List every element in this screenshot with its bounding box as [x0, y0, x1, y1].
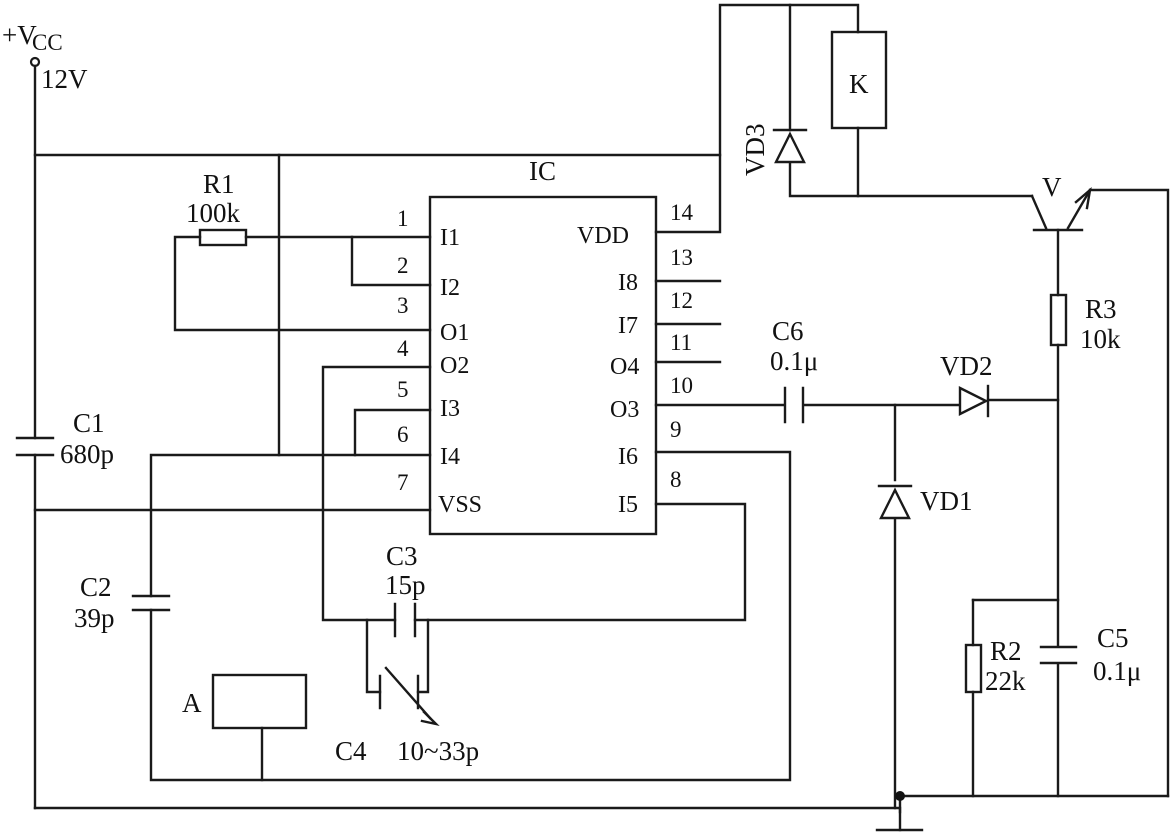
pin-4-name: O2 [440, 353, 469, 379]
pin-2-number: 2 [397, 253, 409, 278]
pin-3-name: O1 [440, 320, 469, 346]
c1-name: C1 [73, 408, 105, 438]
pin-5-number: 5 [397, 377, 409, 402]
c4-name: C4 [335, 736, 367, 766]
r2-value: 22k [985, 666, 1026, 696]
relay-k-label: K [849, 69, 869, 99]
pin-8-name: I5 [618, 492, 638, 518]
diode-vd2: VD2 [940, 351, 993, 418]
pin-12-name: I7 [618, 313, 638, 339]
c2-name: C2 [80, 572, 112, 602]
plate-a-label: A [182, 688, 202, 718]
r2-name: R2 [990, 636, 1022, 666]
c6-value: 0.1μ [770, 346, 818, 376]
pin-11-number: 11 [670, 330, 692, 355]
vcc-voltage: 12V [41, 64, 88, 94]
pin-8-number: 8 [670, 467, 682, 492]
capacitor-c3: C3 15p [385, 541, 426, 638]
pin-14-name: VDD [577, 223, 629, 249]
c5-name: C5 [1097, 623, 1129, 653]
pin-9-number: 9 [670, 417, 682, 442]
pin-6-name: I4 [440, 444, 460, 470]
resistor-r3: R3 10k [1049, 293, 1121, 354]
capacitor-c6: C6 0.1μ [770, 316, 818, 424]
capacitor-c2: C2 39p [74, 572, 171, 633]
resistor-r1: R1 100k [186, 169, 248, 247]
vd3-name: VD3 [740, 124, 770, 177]
pin-13-name: I8 [618, 270, 638, 296]
wiring [33, 3, 1170, 832]
c3-value: 15p [385, 570, 426, 600]
junction-dots [895, 791, 905, 801]
pin-7-number: 7 [397, 470, 409, 495]
r3-name: R3 [1085, 294, 1117, 324]
diode-vd3: VD3 [740, 124, 808, 177]
pin-14-number: 14 [670, 200, 694, 225]
vcc-subscript: CC [32, 30, 63, 55]
pin-7-name: VSS [438, 492, 482, 518]
pin-1-name: I1 [440, 225, 460, 251]
pin-1-number: 1 [397, 206, 409, 231]
r3-value: 10k [1080, 324, 1121, 354]
pin-2-name: I2 [440, 275, 460, 301]
diode-vd1: VD1 [877, 484, 973, 520]
c2-value: 39p [74, 603, 115, 633]
sensor-plate-a: A [182, 673, 308, 730]
pin-13-number: 13 [670, 245, 693, 270]
transistor-v: V [1030, 172, 1092, 232]
c4-value: 10~33p [397, 736, 479, 766]
pin-4-number: 4 [397, 336, 409, 361]
c3-name: C3 [386, 541, 418, 571]
pin-10-name: O3 [610, 397, 639, 423]
capacitor-c1: C1 680p [15, 408, 114, 469]
pin-5-name: I3 [440, 396, 460, 422]
trimmer-capacitor-c4: C4 10~33p [335, 666, 479, 766]
ic-label: IC [529, 156, 556, 186]
pin-12-number: 12 [670, 288, 693, 313]
capacitor-c5: C5 0.1μ [1039, 623, 1141, 686]
resistor-r2: R2 22k [964, 636, 1026, 696]
c1-value: 680p [60, 439, 114, 469]
vd1-name: VD1 [920, 486, 973, 516]
vcc-label: +V [2, 20, 37, 50]
vcc-terminal: +V CC 12V [2, 20, 88, 94]
c6-name: C6 [772, 316, 804, 346]
c5-value: 0.1μ [1093, 656, 1141, 686]
ic-package: IC 1 I1 2 I2 3 O1 4 O2 5 I3 6 I4 7 VSS 1… [397, 156, 694, 536]
r1-value: 100k [186, 198, 241, 228]
vd2-name: VD2 [940, 351, 993, 381]
pin-3-number: 3 [397, 293, 409, 318]
transistor-v-label: V [1042, 172, 1062, 202]
pin-11-name: O4 [610, 354, 639, 380]
pin-6-number: 6 [397, 422, 409, 447]
pin-10-number: 10 [670, 373, 693, 398]
r1-name: R1 [203, 169, 235, 199]
pin-9-name: I6 [618, 444, 638, 470]
relay-coil-k: K [830, 30, 888, 130]
